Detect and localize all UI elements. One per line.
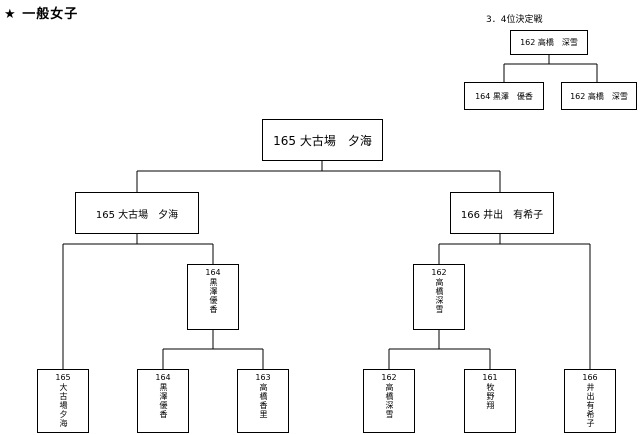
third-place-winner-box: 162 高橋 深雪 [510,30,588,55]
quarter-left-name: 黒澤優香 [209,278,218,314]
entry-box: 166 井出有希子 [564,369,616,433]
entry-box: 164 黒澤優香 [137,369,189,433]
entry-name: 大古場夕海 [59,383,68,428]
semi-left-text: 165 大古場 夕海 [95,209,179,221]
quarter-right-name: 高橋深雪 [435,278,444,314]
quarter-right-winner-box: 162 高橋深雪 [413,264,465,330]
quarter-left-num: 164 [205,268,221,277]
entry-name: 高橋香里 [259,383,268,419]
entry-box: 161 牧野翔 [464,369,516,433]
semi-right-text: 166 井出 有希子 [460,209,544,221]
semi-left-box: 165 大古場 夕海 [75,192,199,234]
entry-num: 165 [55,373,71,382]
third-place-winner-text: 162 高橋 深雪 [520,38,578,47]
quarter-left-winner-box: 164 黒澤優香 [187,264,239,330]
quarter-right-num: 162 [431,268,447,277]
entry-num: 163 [255,373,271,382]
third-place-right-box: 162 高橋 深雪 [561,82,637,110]
third-place-right-text: 162 高橋 深雪 [570,91,628,101]
third-place-left-text: 164 黒澤 優香 [475,91,533,101]
entry-name: 牧野翔 [486,383,495,410]
entry-num: 164 [155,373,171,382]
third-place-label: 3．4位決定戦 [486,15,543,25]
entry-num: 161 [482,373,498,382]
third-place-left-box: 164 黒澤 優香 [464,82,544,110]
entry-box: 165 大古場夕海 [37,369,89,433]
entry-name: 井出有希子 [586,383,595,428]
page-title: ★ 一般女子 [4,3,78,22]
final-winner-text: 165 大古場 夕海 [273,133,372,148]
entry-num: 162 [381,373,397,382]
entry-name: 高橋深雪 [385,383,394,419]
entry-box: 162 高橋深雪 [363,369,415,433]
final-winner-box: 165 大古場 夕海 [262,119,383,161]
entry-name: 黒澤優香 [159,383,168,419]
semi-right-box: 166 井出 有希子 [450,192,554,234]
entry-num: 166 [582,373,598,382]
page-title-text: 一般女子 [22,7,79,22]
star-icon: ★ [4,7,17,22]
entry-box: 163 高橋香里 [237,369,289,433]
